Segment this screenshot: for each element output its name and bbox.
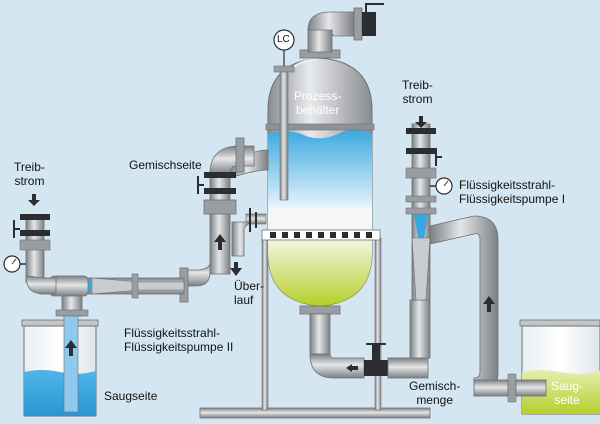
- label-pumpe-1: Flüssigkeitsstrahl- Flüssigkeitspumpe I: [459, 178, 566, 206]
- label-gemischseite: Gemischseite: [129, 158, 202, 172]
- label-saugseite-right: Saug- seite: [551, 379, 584, 407]
- flow-arrow-icon: [28, 194, 40, 206]
- flow-arrow-icon: [230, 262, 242, 276]
- driving-stream-left: [3, 194, 57, 295]
- flow-arrow-icon: [346, 364, 358, 372]
- flow-arrow-icon: [65, 340, 77, 356]
- label-prozessbehaelter: Prozess- behälter: [294, 89, 342, 117]
- flow-arrow-icon: [483, 296, 495, 312]
- overflow-pipe: [230, 208, 267, 276]
- flow-arrow-icon: [214, 234, 226, 250]
- process-vessel: [261, 57, 381, 307]
- label-gemischmenge: Gemisch- menge: [409, 379, 461, 407]
- level-controller-icon: [273, 29, 295, 201]
- jet-pump-1: [405, 116, 547, 403]
- suction-tank-left: [21, 319, 99, 417]
- label-ueberlauf: Über- lauf: [234, 279, 265, 307]
- jet-pump-2: [39, 273, 185, 413]
- vessel-sieve-plate: [261, 229, 381, 241]
- flow-arrow-icon: [415, 116, 427, 128]
- label-saugseite-left: Saugseite: [104, 389, 158, 403]
- label-pumpe-2: Flüssigkeitsstrahl- Flüssigkeitspumpe II: [124, 326, 234, 354]
- suction-tank-right: [519, 319, 600, 415]
- vessel-top-outlet: [299, 3, 384, 59]
- pressure-gauge-icon: [430, 177, 453, 195]
- label-treibstrom-right: Treib- strom: [402, 78, 433, 106]
- pressure-gauge-icon: [3, 255, 26, 273]
- label-lc: LC: [277, 34, 290, 45]
- vessel-bottom-outlet: [299, 299, 431, 379]
- label-treibstrom-left: Treib- strom: [14, 160, 45, 188]
